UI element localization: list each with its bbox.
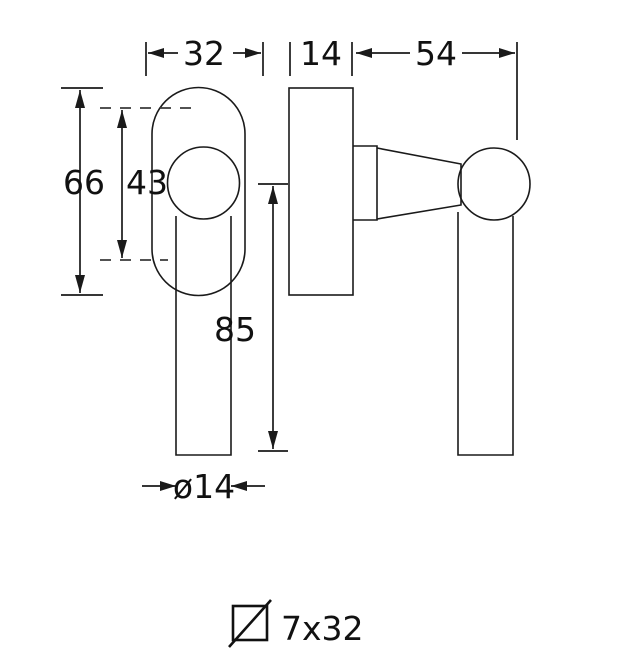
dimension-66: 66 — [61, 87, 105, 296]
dimension-66-label: 66 — [63, 163, 105, 202]
spindle-note-label: 7x32 — [281, 609, 364, 648]
dimension-85: 85 — [214, 183, 288, 452]
dimension-54: 54 — [356, 34, 518, 140]
dimension-d14-arrow-right — [231, 481, 247, 491]
side-rosette-plate — [288, 87, 354, 296]
dimension-43-arrow-bottom — [117, 240, 127, 258]
dimension-43: 43 — [100, 107, 194, 261]
dimension-14-label: 14 — [300, 34, 342, 73]
dimension-54-arrow-left — [356, 48, 372, 58]
side-tapered-neck — [376, 147, 462, 220]
dimension-32: 32 — [145, 34, 264, 76]
dimension-32-arrow-left — [148, 48, 164, 58]
dimension-66-arrow-top — [75, 90, 85, 108]
square-diagonal-stroke — [228, 599, 272, 648]
dimension-d14-arrow-left — [160, 481, 176, 491]
dimension-85-arrow-top — [268, 186, 278, 204]
dimension-66-arrow-bottom — [75, 275, 85, 293]
front-lever-boss — [166, 146, 241, 220]
dimension-85-arrow-bottom — [268, 431, 278, 449]
dimension-diameter-14: ø14 — [142, 467, 265, 506]
dimension-54-label: 54 — [415, 34, 457, 73]
side-neck-collar — [353, 145, 378, 221]
front-lever-stem — [175, 216, 232, 456]
dimension-14: 14 — [289, 34, 353, 76]
front-rosette-oval — [151, 86, 246, 297]
dimension-54-arrow-right — [499, 48, 515, 58]
spindle-note: 7x32 — [228, 599, 364, 648]
dimension-32-label: 32 — [183, 34, 225, 73]
front-view — [151, 86, 246, 456]
dimension-43-arrow-top — [117, 110, 127, 128]
side-view — [288, 87, 531, 456]
dimension-43-label: 43 — [126, 163, 168, 202]
square-with-diagonal-icon — [231, 604, 269, 642]
dimension-d14-label: ø14 — [173, 467, 235, 506]
dimension-85-label: 85 — [214, 310, 256, 349]
dimension-32-arrow-right — [245, 48, 261, 58]
side-ball-head — [457, 147, 531, 221]
side-lever-stem — [457, 212, 514, 456]
